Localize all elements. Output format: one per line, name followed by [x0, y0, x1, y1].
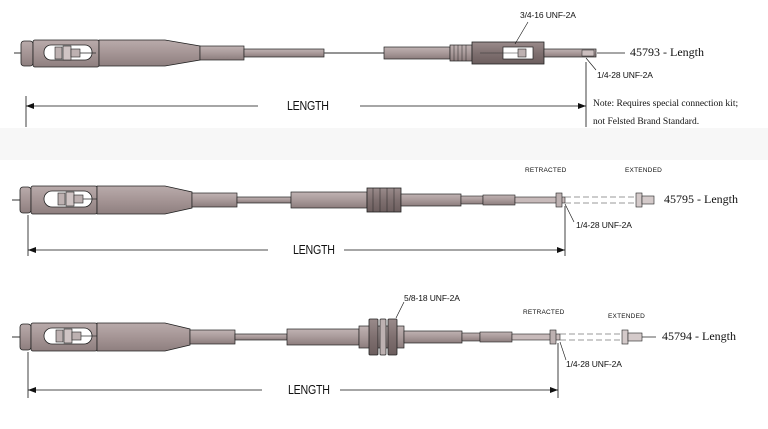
ferrule [199, 45, 245, 61]
threaded-hub [366, 187, 402, 213]
length-label: LENGTH [293, 242, 335, 257]
part-number-label: 45795 - Length [664, 192, 738, 206]
dimension-arrow [578, 103, 586, 109]
note-line-1: Note: Requires special connection kit; [593, 99, 739, 109]
end-fitting [19, 185, 98, 215]
ferrule [191, 192, 238, 208]
thread-leader [559, 341, 567, 361]
assembly-45793 [14, 21, 625, 127]
thread-spec-label: 1/4-28 UNF-2A [576, 220, 632, 230]
length-label: LENGTH [287, 98, 329, 113]
hub-tube [290, 191, 368, 209]
rod [543, 48, 597, 58]
conduit [243, 48, 325, 58]
outer-tube [403, 330, 463, 344]
conduit [234, 333, 288, 341]
rod-retracted [511, 333, 561, 341]
threaded-section [449, 44, 473, 62]
thread-spec-label: 1/4-28 UNF-2A [566, 359, 622, 369]
rod-end-extended [621, 329, 629, 345]
thread-spec-label: 1/4-28 UNF-2A [597, 70, 653, 80]
thread-leader [585, 57, 597, 71]
ferrule [189, 329, 236, 345]
lock-washer [379, 318, 387, 356]
page-band [0, 128, 768, 160]
length-label: LENGTH [288, 382, 330, 397]
dimension-arrow [550, 387, 558, 393]
assembly-45794 [12, 301, 656, 398]
jam-nut [387, 318, 398, 356]
rod-end-extended [635, 192, 643, 208]
thread-leader [514, 21, 529, 45]
dimension-arrow [28, 387, 36, 393]
hub-tube [383, 46, 451, 60]
thread-leader [564, 203, 575, 223]
conduit [236, 196, 292, 204]
thread-leader [395, 301, 405, 319]
part-number-label: 45793 - Length [630, 45, 704, 59]
part-number-label: 45794 - Length [662, 329, 736, 343]
dimension-arrow [26, 103, 34, 109]
tapered-hub [96, 322, 191, 352]
extended-label: EXTENDED [608, 313, 645, 320]
retracted-label: RETRACTED [525, 167, 567, 174]
dimension-arrow [28, 247, 36, 253]
tapered-hub [98, 39, 201, 67]
dimension-arrow [557, 247, 565, 253]
retracted-label: RETRACTED [523, 309, 565, 316]
rod-guide [482, 194, 516, 206]
assembly-45795 [12, 185, 655, 256]
end-fitting [19, 322, 98, 352]
rod-retracted [514, 196, 566, 204]
rod-guide [479, 331, 513, 343]
jam-nut [368, 318, 379, 356]
end-fitting [20, 39, 100, 68]
outer-tube [400, 193, 462, 207]
tapered-hub [96, 185, 193, 215]
extended-label: EXTENDED [625, 167, 662, 174]
thread-spec-label: 3/4-16 UNF-2A [520, 10, 576, 20]
note-line-2: not Felsted Brand Standard. [593, 117, 700, 127]
hub-tube [286, 328, 360, 346]
thread-spec-label: 5/8-18 UNF-2A [404, 293, 460, 303]
